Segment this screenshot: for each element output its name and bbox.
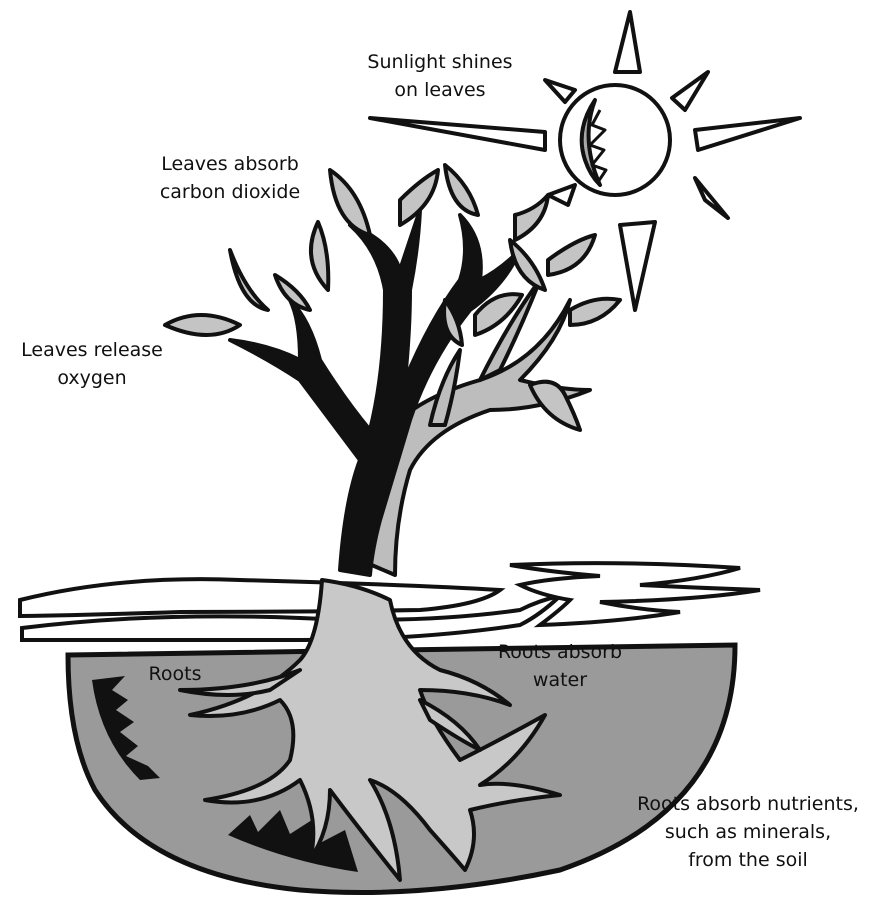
label-nutrients: Roots absorb nutrients, such as minerals… <box>610 790 886 874</box>
label-nutrients-line-1: Roots absorb nutrients, <box>610 790 886 818</box>
label-carbon-dioxide-line-1: Leaves absorb <box>135 150 325 178</box>
label-nutrients-line-2: such as minerals, <box>610 818 886 846</box>
label-sunlight-line-2: on leaves <box>340 76 540 104</box>
label-roots: Roots <box>130 660 220 688</box>
label-oxygen-line-2: oxygen <box>0 364 184 392</box>
label-nutrients-line-3: from the soil <box>610 846 886 874</box>
label-roots-text: Roots <box>130 660 220 688</box>
label-carbon-dioxide-line-2: carbon dioxide <box>135 178 325 206</box>
label-water-line-2: water <box>470 666 650 694</box>
label-sunlight: Sunlight shines on leaves <box>340 48 540 104</box>
label-water: Roots absorb water <box>470 638 650 694</box>
label-oxygen: Leaves release oxygen <box>0 336 184 392</box>
label-carbon-dioxide: Leaves absorb carbon dioxide <box>135 150 325 206</box>
label-sunlight-line-1: Sunlight shines <box>340 48 540 76</box>
label-water-line-1: Roots absorb <box>470 638 650 666</box>
label-oxygen-line-1: Leaves release <box>0 336 184 364</box>
